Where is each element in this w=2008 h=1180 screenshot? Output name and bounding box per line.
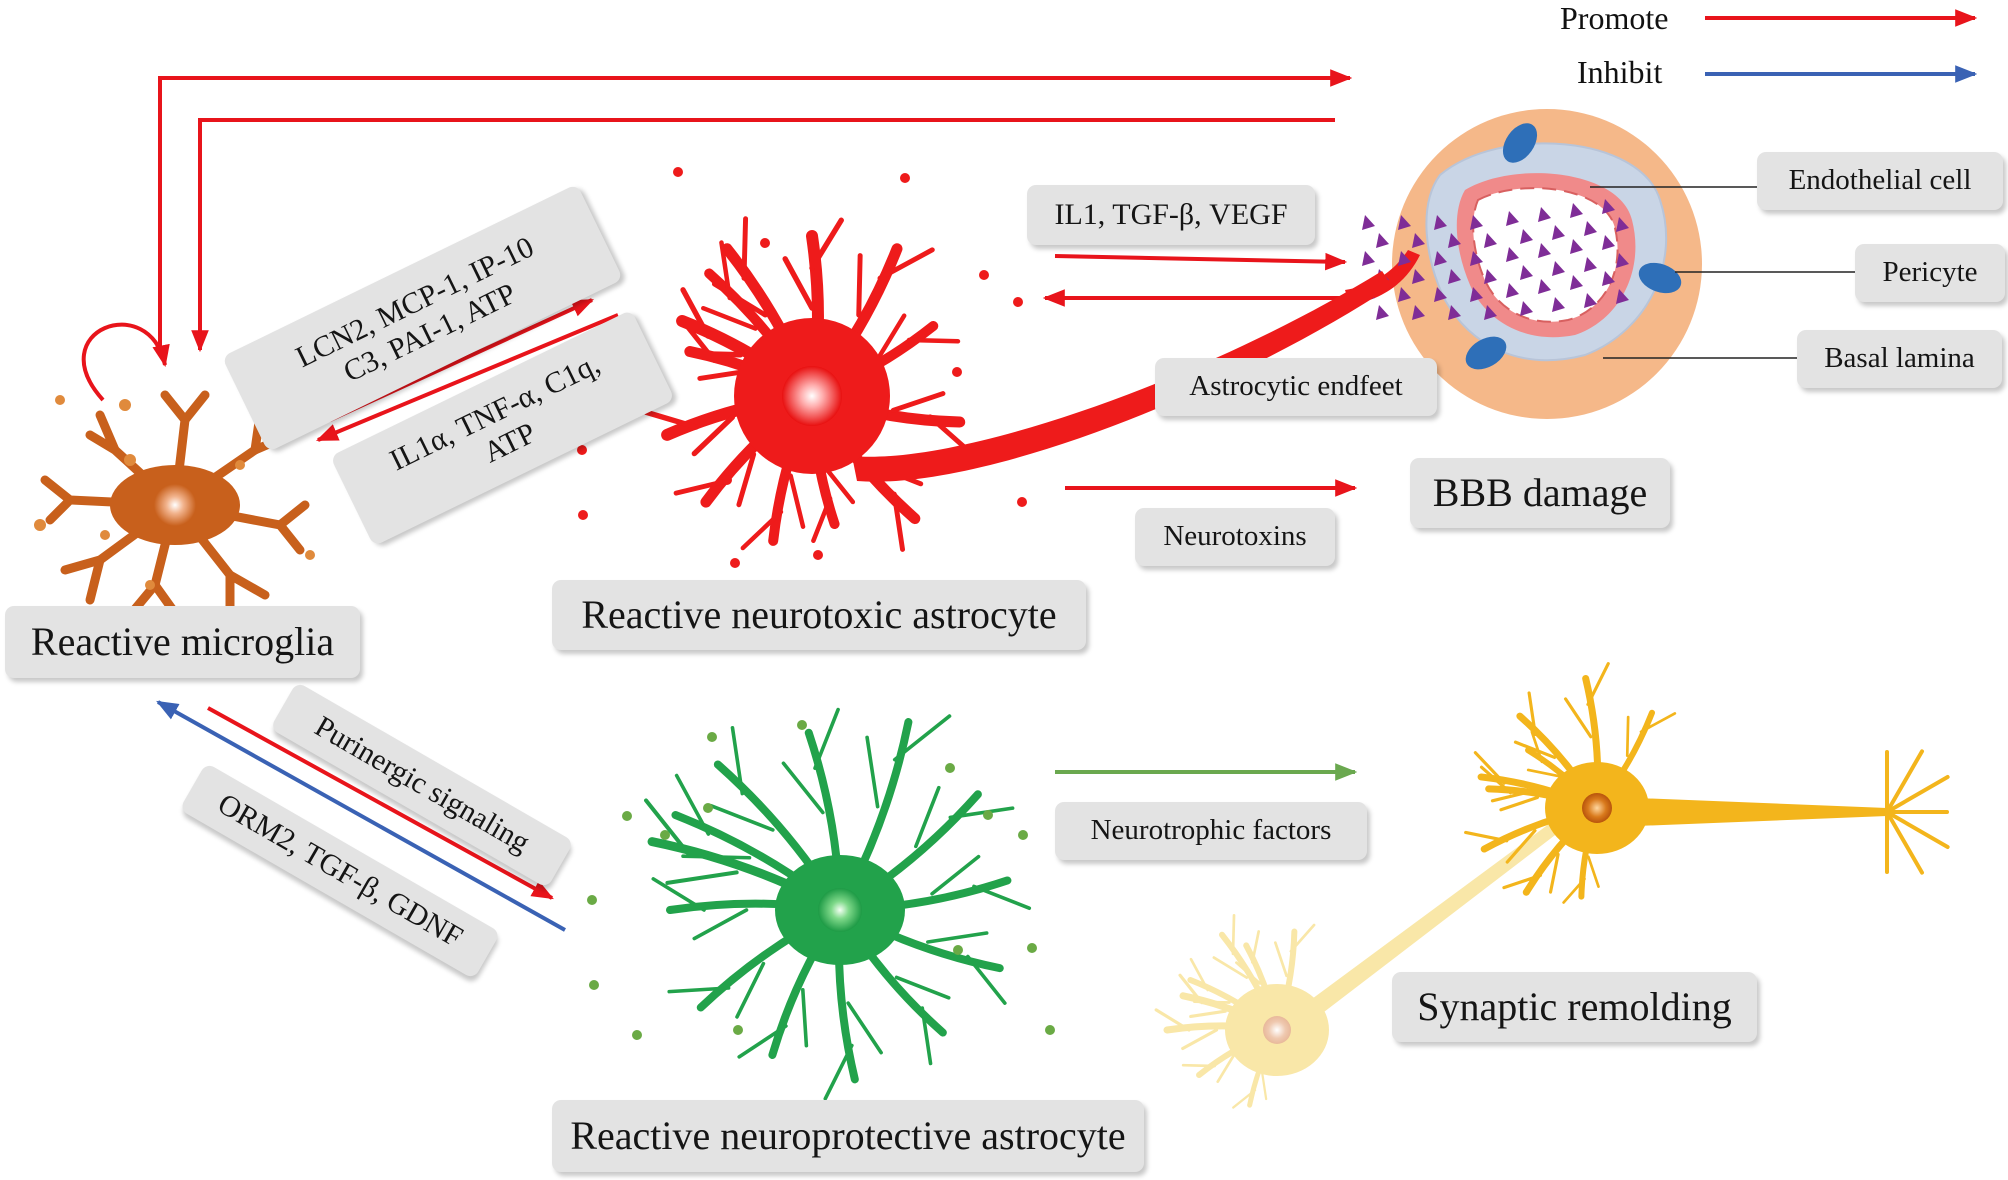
vessel-particles: [1362, 199, 1629, 320]
neurotoxic-dots: [550, 167, 1027, 568]
microglia-dots: [34, 395, 315, 590]
label-pericyte: Pericyte: [1855, 244, 2005, 302]
neuroprotective-astrocyte-cell: [644, 707, 1032, 1101]
signal-il1-tgf-vegf: IL1, TGF-β, VEGF: [1027, 185, 1315, 245]
microglia-cell: [40, 390, 310, 625]
arrow-astro-to-vessel: [1054, 252, 1348, 271]
label-astrocytic-endfeet: Astrocytic endfeet: [1155, 358, 1437, 416]
signal-neurotoxins: Neurotoxins: [1135, 508, 1335, 566]
faded-neuron: [1154, 770, 1627, 1109]
label-basal-lamina: Basal lamina: [1797, 330, 2002, 388]
label-reactive-microglia: Reactive microglia: [5, 606, 360, 678]
legend: [1705, 9, 1978, 83]
outcome-bbb-damage: BBB damage: [1410, 458, 1670, 528]
yellow-neuron: [1464, 662, 1950, 904]
label-endothelial-cell: Endothelial cell: [1757, 152, 2003, 210]
label-neurotoxic-astrocyte: Reactive neurotoxic astrocyte: [552, 580, 1086, 650]
label-neuroprotective-astrocyte: Reactive neuroprotective astrocyte: [552, 1100, 1144, 1172]
arrow-neurotoxic-to-microglia: [315, 313, 619, 442]
outcome-synaptic-remolding: Synaptic remolding: [1392, 972, 1757, 1042]
neurotoxic-astrocyte-cell: [643, 216, 1392, 552]
legend-promote-label: Promote: [1560, 0, 1669, 36]
signal-neurotrophic-factors: Neurotrophic factors: [1055, 802, 1367, 860]
neuroprotective-dots: [587, 720, 1055, 1040]
arrow-microglia-to-neuroprotective: [207, 706, 554, 900]
legend-inhibit-label: Inhibit: [1577, 54, 1663, 90]
microglia-self-loop: [81, 322, 170, 402]
arrow-neuroprotective-to-microglia: [156, 700, 566, 932]
top-feedback-arrows: [158, 69, 1353, 355]
